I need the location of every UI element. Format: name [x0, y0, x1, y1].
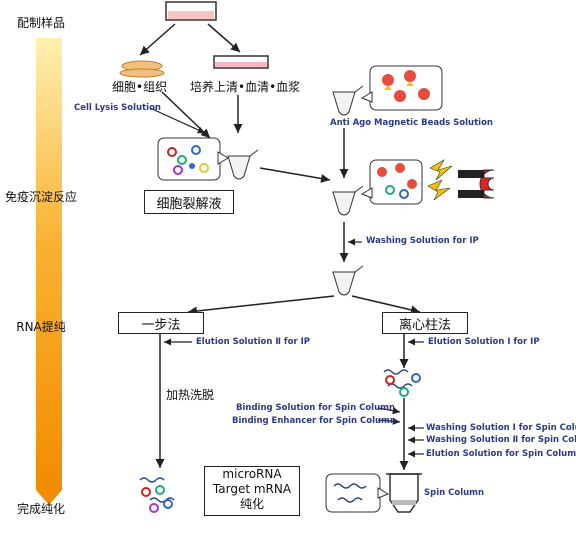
- reagent-elution1: Elution Solution Ⅰ for IP: [428, 337, 540, 347]
- sample-tissue-label: 细胞•组织: [112, 80, 168, 94]
- progress-bar: [36, 38, 62, 505]
- rna-cluster-icon: [139, 477, 175, 513]
- final-line2: Target mRNA: [212, 482, 292, 496]
- tube-icon: [332, 185, 364, 216]
- method-column-box: 离心柱法: [382, 312, 468, 334]
- beads-bubble: [360, 65, 443, 111]
- final-product-box: microRNA Target mRNA 纯化: [204, 466, 300, 516]
- final-line1: microRNA: [222, 467, 282, 481]
- reagent-washing1: Washing Solution Ⅰ for Spin Column: [426, 423, 576, 433]
- reagent-binding: Binding Solution for Spin Column: [236, 403, 396, 413]
- reagent-binding-enhancer: Binding Enhancer for Spin Column: [232, 416, 396, 426]
- spin-column-icon: [386, 473, 422, 513]
- sample-fluid-label: 培养上清•血清•血浆: [190, 80, 301, 94]
- stage-label-rna: RNA提纯: [16, 320, 66, 334]
- stage-label-prep: 配制样品: [16, 16, 65, 30]
- reagent-elution2: Elution Solution Ⅱ for IP: [196, 337, 310, 347]
- reagent-spin-column: Spin Column: [424, 488, 485, 498]
- lightning-icon: [427, 159, 453, 201]
- heat-elution-label: 加热洗脱: [166, 388, 215, 402]
- reagent-elution-spin: Elution Solution for Spin Column: [426, 449, 576, 459]
- method-onestep-box: 一步法: [118, 312, 204, 334]
- lysate-box: 细胞裂解液: [144, 190, 234, 214]
- magnet-icon: [458, 169, 495, 199]
- lysate-bubble: [157, 137, 229, 181]
- tube-icon: [332, 265, 364, 296]
- stage-label-ip: 免疫沉淀反应: [4, 190, 77, 204]
- culture-dish-icon: [165, 1, 217, 21]
- plate-icon: [213, 55, 269, 69]
- eluate-bubble: [325, 473, 390, 513]
- tissue-icon: [119, 60, 165, 78]
- tube-icon: [227, 149, 259, 180]
- final-line3: 纯化: [239, 497, 264, 511]
- reagent-washing2: Washing Solution Ⅱ for Spin Column: [426, 435, 576, 445]
- reagent-washing-ip: Washing Solution for IP: [366, 236, 479, 246]
- ip-complex-bubble: [360, 159, 423, 205]
- rna-cluster-icon: [383, 369, 421, 397]
- reagent-ago-beads: Anti Ago Magnetic Beads Solution: [330, 118, 493, 128]
- reagent-cell-lysis: Cell Lysis Solution: [74, 103, 161, 113]
- stage-label-done: 完成纯化: [16, 502, 65, 516]
- tube-icon: [332, 85, 364, 116]
